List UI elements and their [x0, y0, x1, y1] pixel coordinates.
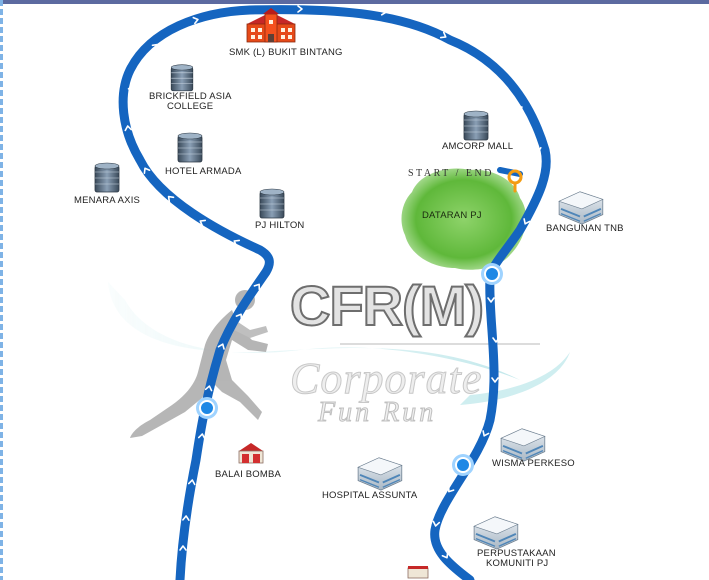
water-station-icon — [481, 263, 503, 285]
logo-title: CFR(M) — [289, 274, 485, 337]
left-border — [0, 0, 3, 580]
office-block-icon — [357, 456, 403, 492]
water-station-icon — [452, 454, 474, 476]
landmark-smk: SMK (L) BUKIT BINTANG — [229, 47, 343, 58]
office-tower-icon — [463, 110, 489, 141]
landmark-hotel-armada: HOTEL ARMADA — [165, 166, 242, 177]
runner-silhouette-icon — [130, 290, 268, 438]
landmark-perpustakaan-line1: PERPUSTAKAAN — [477, 548, 556, 559]
office-tower-icon — [259, 188, 285, 219]
landmark-pj-hilton: PJ HILTON — [255, 220, 305, 231]
fire-station-icon — [238, 443, 264, 464]
landmark-brickfield-line1: BRICKFIELD ASIA — [149, 91, 232, 102]
start-end-label: START / END — [408, 168, 494, 179]
office-block-icon — [500, 427, 546, 463]
location-pin-icon — [507, 169, 523, 193]
landmark-balai-bomba: BALAI BOMBA — [215, 469, 282, 480]
landmark-menara-axis: MENARA AXIS — [74, 195, 141, 206]
landmark-perpustakaan-line2: KOMUNITI PJ — [486, 558, 549, 569]
landmark-brickfield-line2: COLLEGE — [167, 101, 214, 112]
logo-script-line2: Fun Run — [317, 397, 437, 428]
landmark-bangunan-tnb: BANGUNAN TNB — [546, 223, 624, 234]
landmark-wisma-perkeso: WISMA PERKESO — [492, 458, 575, 469]
top-border — [0, 0, 709, 4]
office-block-icon — [558, 190, 604, 226]
landmark-hospital-assunta: HOSPITAL ASSUNTA — [322, 490, 418, 501]
office-tower-icon — [94, 162, 120, 193]
park-label: DATARAN PJ — [422, 210, 482, 221]
fire-station-icon — [407, 566, 429, 579]
office-tower-icon — [177, 132, 203, 163]
runner-watermark — [108, 282, 570, 405]
school-building-icon — [246, 8, 296, 43]
dataran-pj-park — [401, 168, 527, 270]
office-block-icon — [473, 515, 519, 551]
landmark-amcorp-mall: AMCORP MALL — [442, 141, 514, 152]
water-station-icon — [196, 397, 218, 419]
office-tower-icon — [170, 64, 194, 92]
logo-script-line1: Corporate — [289, 354, 483, 403]
